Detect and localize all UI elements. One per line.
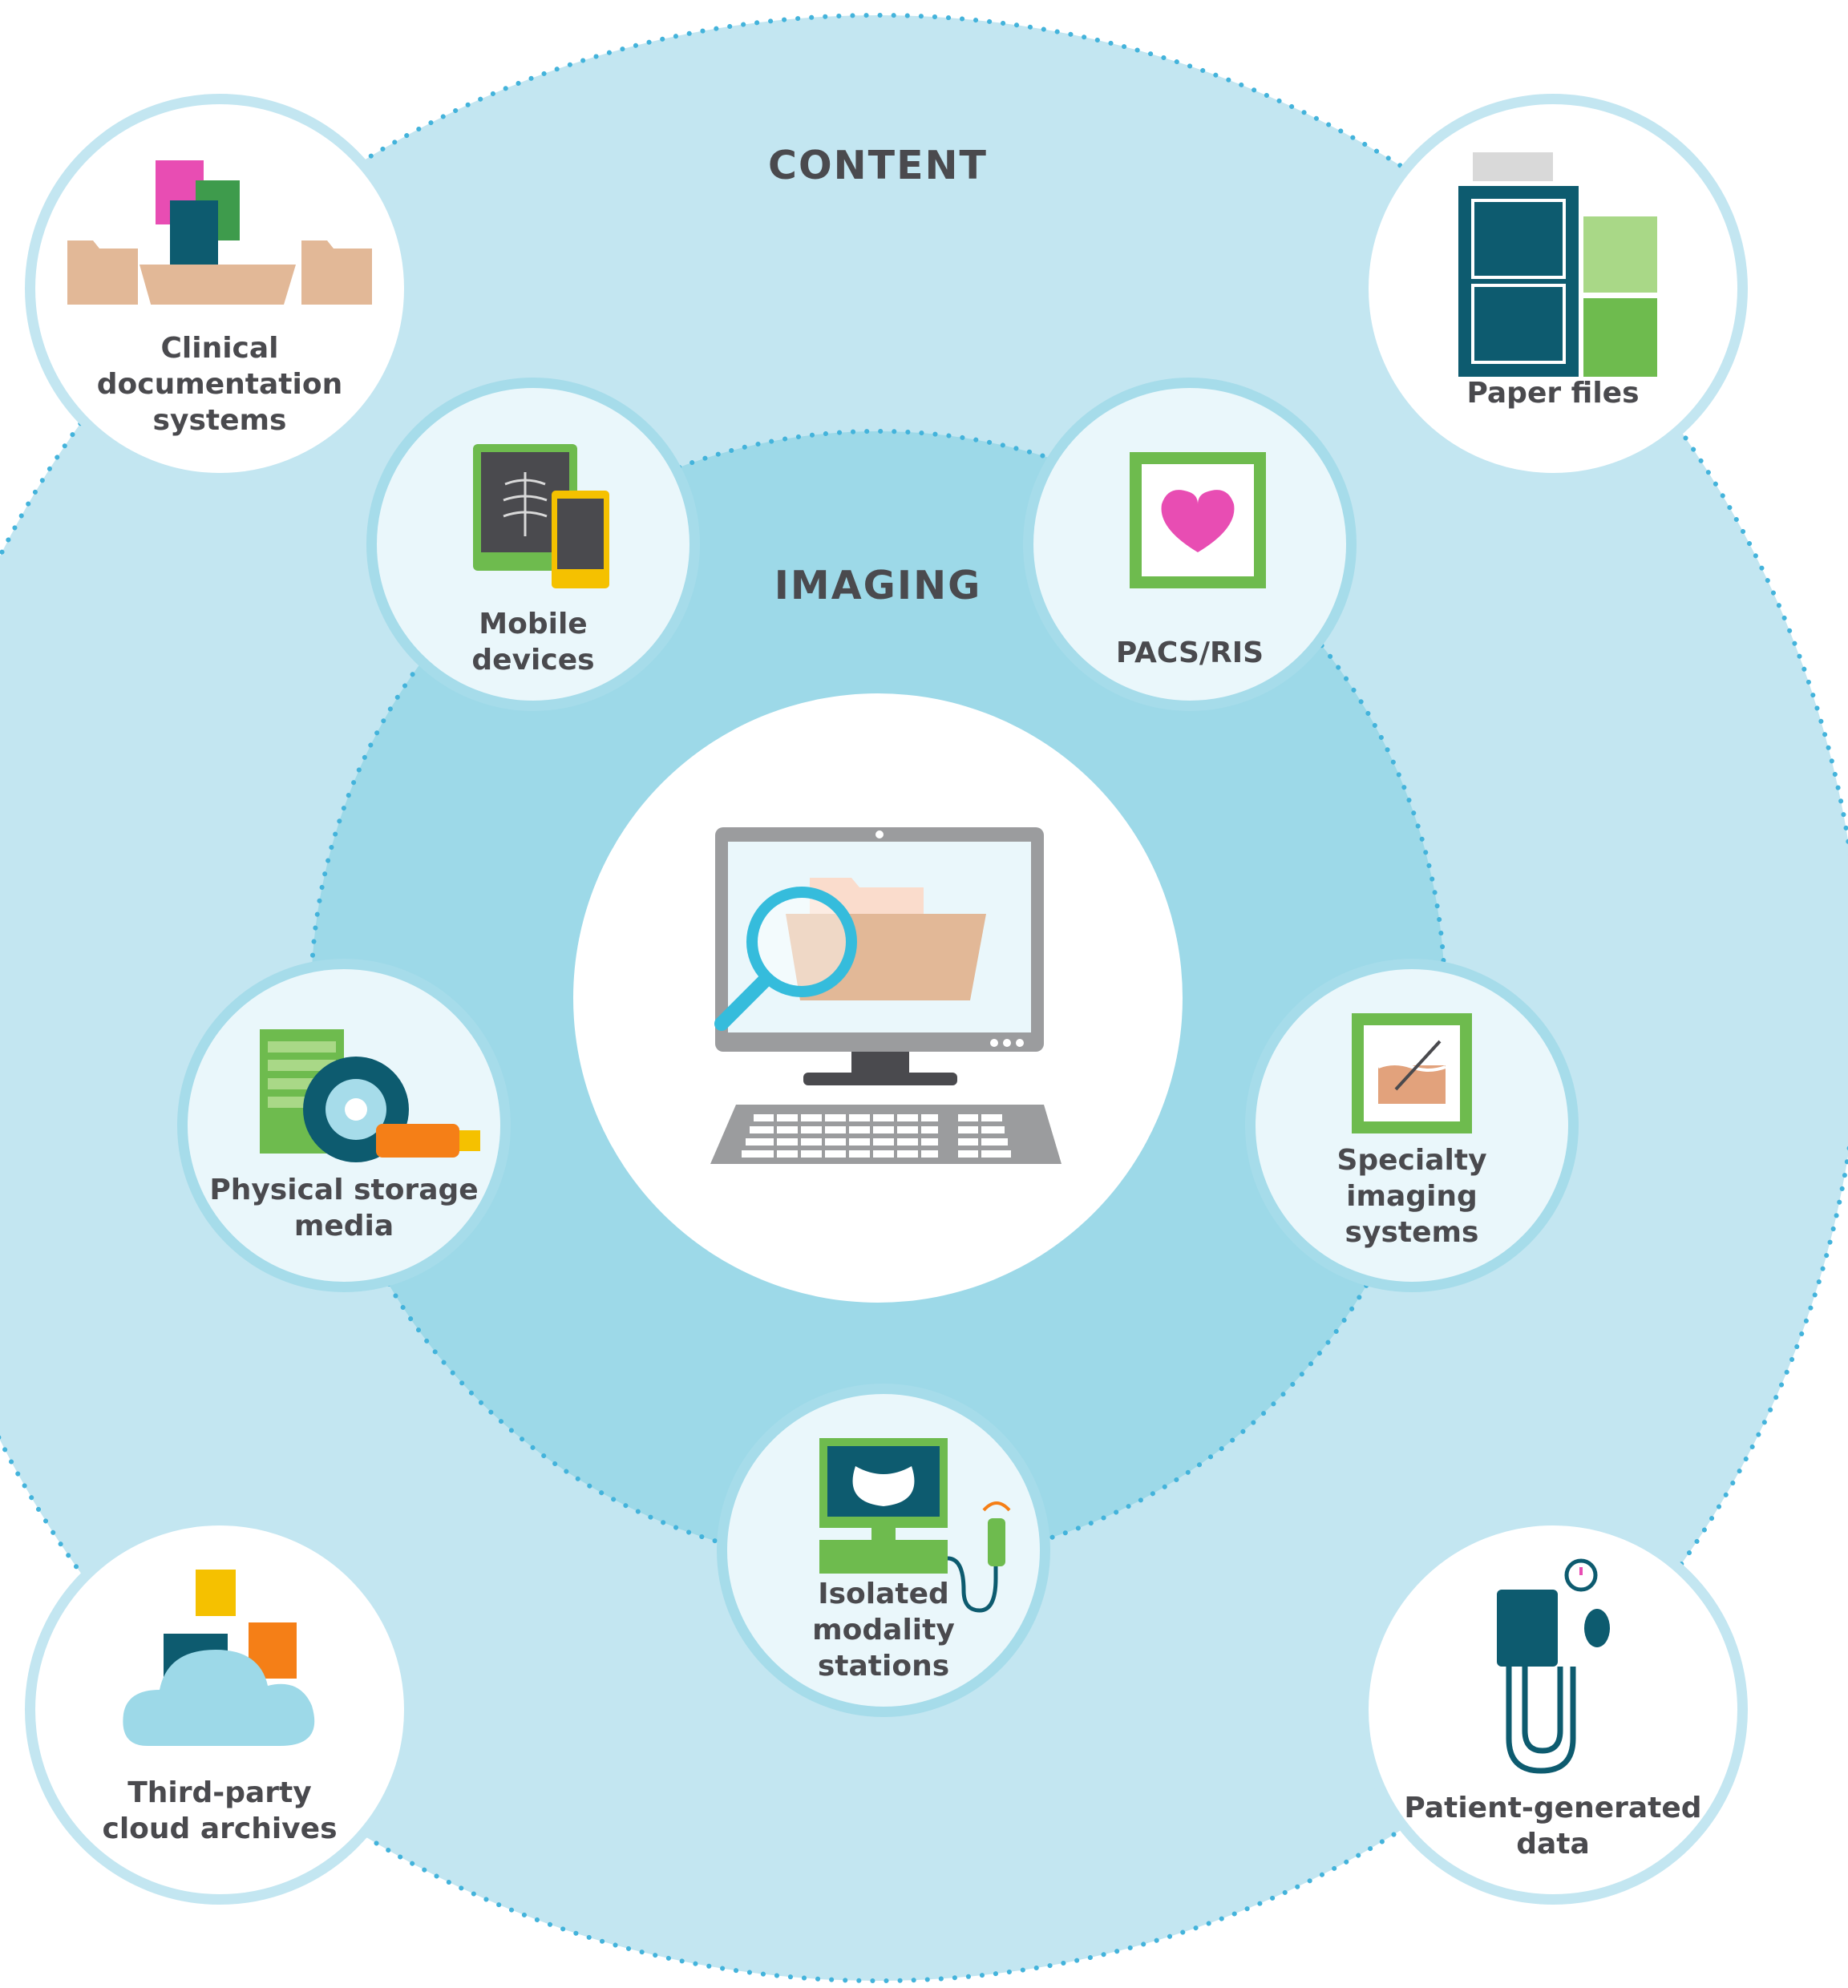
ultrasound-station-icon bbox=[819, 1438, 1011, 1613]
node-label: Physical storage media bbox=[188, 1172, 500, 1244]
node-label: Mobile devices bbox=[377, 606, 689, 678]
label-line: Paper files bbox=[1466, 377, 1640, 410]
imaging-title: IMAGING bbox=[774, 563, 982, 608]
label-line: Specialty imaging systems bbox=[1336, 1144, 1487, 1249]
blood-pressure-monitor-icon bbox=[1497, 1558, 1610, 1774]
heart-image-icon bbox=[1130, 452, 1266, 588]
label-line: Clinical documentation systems bbox=[96, 332, 343, 437]
content-title: CONTENT bbox=[768, 143, 988, 188]
cloud-files-icon bbox=[123, 1570, 315, 1746]
node-mobile-devices: Mobile devices bbox=[366, 378, 700, 711]
skin-image-icon bbox=[1352, 1013, 1472, 1133]
label-line: Third-party cloud archives bbox=[102, 1776, 338, 1845]
node-label: Clinical documentation systems bbox=[35, 330, 404, 438]
node-clinical-documentation: Clinical documentation systems bbox=[25, 94, 414, 483]
node-isolated-modality: Isolated modality stations bbox=[717, 1384, 1050, 1717]
computer-search-icon bbox=[710, 827, 1061, 1164]
node-paper-files: Paper files bbox=[1358, 94, 1748, 483]
label-line: Isolated modality stations bbox=[812, 1578, 955, 1683]
node-label: PACS/RIS bbox=[1033, 635, 1346, 671]
node-label: Specialty imaging systems bbox=[1256, 1142, 1568, 1251]
node-label: Paper files bbox=[1369, 375, 1737, 411]
node-pacs-ris: PACS/RIS bbox=[1023, 378, 1357, 711]
disc-usb-icon bbox=[260, 1029, 480, 1162]
node-specialty-imaging: Specialty imaging systems bbox=[1245, 959, 1579, 1292]
label-line: Physical storage media bbox=[209, 1174, 479, 1242]
node-physical-storage-media: Physical storage media bbox=[177, 959, 511, 1292]
filing-cabinet-icon bbox=[1458, 152, 1657, 377]
label-line: Mobile devices bbox=[471, 608, 595, 677]
node-label: Patient-generated data bbox=[1369, 1790, 1737, 1862]
label-line: Patient-generated data bbox=[1404, 1792, 1702, 1861]
node-patient-generated-data: Patient-generated data bbox=[1358, 1515, 1748, 1905]
node-third-party-cloud: Third-party cloud archives bbox=[25, 1515, 414, 1905]
label-line: PACS/RIS bbox=[1115, 636, 1264, 669]
folders-documents-icon bbox=[67, 160, 372, 305]
node-label: Third-party cloud archives bbox=[35, 1775, 404, 1847]
tablet-phone-xray-icon bbox=[473, 444, 609, 588]
node-label: Isolated modality stations bbox=[727, 1576, 1040, 1684]
